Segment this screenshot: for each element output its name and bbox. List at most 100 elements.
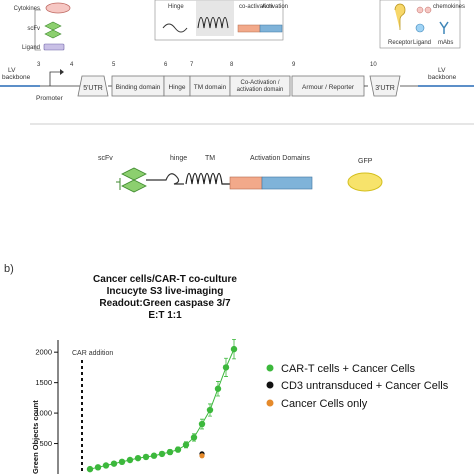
panel-b-title: Cancer cells/CAR-T co-culture Incucyte S…: [93, 274, 237, 321]
segment-num-6: 6: [164, 62, 168, 68]
y-axis-label: Green Objects count: [31, 400, 40, 474]
data-point: [118, 458, 126, 466]
data-series: [86, 338, 238, 473]
promoter-label: Promoter: [36, 95, 64, 102]
y-tick-label: 500: [39, 439, 52, 448]
data-point: [158, 450, 166, 458]
legend-coactivation-label: co-activation: [239, 4, 273, 10]
data-point: [86, 465, 94, 473]
tm-legend-icon: [196, 0, 234, 36]
data-point: [126, 456, 134, 464]
receptor-icon: [394, 3, 406, 30]
ligand-legend-icon: [415, 23, 425, 33]
car-activation-label: Activation Domains: [250, 155, 310, 162]
construct-legend-box: [154, 0, 284, 41]
car-diagram: scFv hinge TM Activation Domains GFP: [98, 155, 383, 193]
legend-label-cancer: Cancer Cells only: [281, 398, 368, 410]
segment-num-10: 10: [370, 62, 377, 68]
promoter-arrow: [49, 71, 62, 86]
data-point: [102, 462, 110, 469]
car-tm-label: TM: [205, 155, 215, 162]
segment-num-8: 8: [230, 62, 234, 68]
segment-5utr: [77, 75, 109, 97]
segment-num-9: 9: [292, 62, 296, 68]
legend-cytokines-label: Cytokines: [14, 6, 40, 12]
data-point: [182, 441, 190, 448]
data-point: [166, 448, 174, 456]
y-tick-label: 1500: [35, 378, 52, 387]
segment-num-5: 5: [112, 62, 116, 68]
segment-num-7: 7: [190, 62, 194, 68]
car-activation-icon: [261, 176, 313, 190]
car-tm-icon: [185, 172, 234, 185]
scfv-legend-icon: [44, 21, 62, 39]
segment-coactivation: [229, 75, 291, 97]
segment-3utr: [369, 75, 401, 97]
car-coactivation-icon: [229, 176, 263, 190]
segment-hinge-label: Hinge: [169, 84, 186, 91]
segment-3utr-label: 3'UTR: [375, 85, 395, 92]
data-point: [214, 385, 222, 392]
car-hinge-label: hinge: [170, 155, 187, 162]
legend-scfv-label: scFv: [27, 26, 40, 32]
chart-legend: CAR-T cells + Cancer Cells CD3 untransdu…: [266, 363, 449, 410]
legend-mabs-label: mAbs: [438, 40, 453, 46]
car-hinge-icon: [146, 173, 184, 185]
hinge-legend-icon: [162, 23, 188, 33]
legend-chemokines-label: chemokines: [433, 4, 465, 10]
segment-armour-label: Armour / Reporter: [302, 84, 355, 91]
legend-activation-label: Activation: [262, 4, 288, 10]
segment-coactivation-label: Co-Activation /activation domain: [237, 80, 284, 93]
ligand-icon: [43, 43, 65, 51]
legend-ligand-label: Ligand: [22, 45, 40, 51]
chemokine-icon-2: [424, 6, 432, 14]
segment-5utr-label: 5'UTR: [83, 85, 103, 92]
data-point: [198, 420, 206, 428]
car-scfv-icon: [116, 167, 147, 193]
car-scfv-label: scFv: [98, 155, 113, 162]
activation-legend-icon: [259, 24, 283, 33]
cytokines-icon: [45, 2, 71, 14]
coactivation-legend-icon: [237, 24, 261, 33]
data-point: [142, 453, 150, 461]
legend-receptor-label: Receptor: [388, 40, 412, 46]
segment-tm-label: TM domain: [194, 84, 227, 91]
title-line-1: Cancer cells/CAR-T co-culture: [93, 274, 237, 285]
y-tick-label: 2000: [35, 348, 52, 357]
title-line-3: Readout:Green caspase 3/7: [99, 298, 231, 309]
mabs-icon: [439, 21, 449, 34]
segment-num-4: 4: [70, 62, 74, 68]
legend-label-cd3: CD3 untransduced + Cancer Cells: [281, 380, 449, 392]
data-point: [222, 364, 230, 371]
armour-legend-box: [379, 0, 461, 49]
data-point: [134, 454, 142, 462]
segment-num-3: 3: [37, 62, 41, 68]
legend-marker-cancer: [266, 399, 274, 407]
chemokines-icon: [416, 6, 424, 14]
data-point: [190, 434, 198, 441]
title-line-4: E:T 1:1: [148, 310, 182, 321]
segment-binding-domain-label: Binding domain: [116, 84, 161, 91]
title-line-2: Incucyte S3 live-imaging: [107, 286, 224, 297]
legend-label-cart: CAR-T cells + Cancer Cells: [281, 363, 415, 375]
legend-marker-cart: [266, 364, 274, 372]
legend-ligand2-label: Ligand: [413, 40, 431, 46]
data-point: [94, 464, 102, 471]
data-point: [150, 452, 158, 459]
car-addition-label: CAR addition: [72, 350, 113, 357]
data-point: [110, 460, 118, 467]
data-point: [230, 345, 238, 353]
gfp-icon: [347, 172, 383, 192]
data-point: [206, 406, 214, 414]
top-legend: Cytokines scFv Ligand Hinge co-activatio…: [14, 0, 465, 51]
legend-hinge-label: Hinge: [168, 4, 184, 10]
data-point: [199, 453, 205, 459]
legend-marker-cd3: [266, 381, 274, 389]
data-point: [174, 446, 182, 453]
